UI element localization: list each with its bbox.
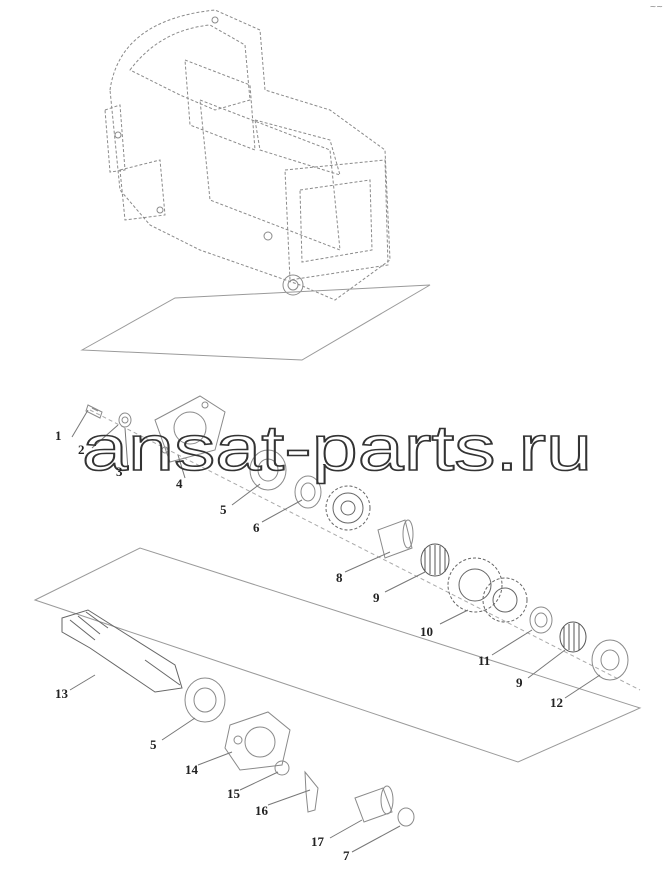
bearing-part [294,475,322,509]
circlip-part [397,807,415,827]
needle-bearing-lower [559,621,587,653]
callout-5: 5 [220,502,227,517]
leader-lines [69,409,601,853]
callout-7: 7 [343,848,350,863]
flange-plate-part [154,395,226,463]
ring-part [249,449,287,491]
gearbox-housing [104,9,391,301]
callout-1: 1 [55,428,62,443]
ring-lower-part [184,677,226,723]
callout-15: 15 [227,786,240,801]
sleeve-lower-part [354,785,394,823]
bolt-part [85,404,103,419]
callout-16: 16 [255,803,268,818]
washer-part [118,412,132,428]
callout-9-upper: 9 [373,590,380,605]
corner-mark: ~~ [649,2,663,11]
callout-6: 6 [253,520,260,535]
thrust-washer-part [591,639,629,681]
upper-gear-part [325,485,371,531]
bearing-housing-part [224,711,291,771]
double-gear-part [447,557,528,623]
callout-14: 14 [185,762,198,777]
sleeve-part [377,519,414,559]
shaft-part [61,609,183,693]
callout-4: 4 [176,476,183,491]
callout-5-lower: 5 [150,737,157,752]
spacer-part [529,606,553,634]
watermark: ansat-parts.ru [81,411,593,485]
callout-2: 2 [78,442,85,457]
needle-bearing-upper [420,543,450,577]
callout-8: 8 [336,570,343,585]
nut-part [274,760,290,776]
housing-bosses [114,16,304,296]
watermark-text: ansat-parts.ru [82,412,592,484]
upper-guide-plane [80,284,431,361]
bolt-lower-part [304,770,319,813]
callout-3: 3 [116,464,123,479]
lower-guide-plane [33,547,642,763]
callout-9-lower: 9 [516,675,523,690]
callout-12: 12 [550,695,563,710]
callout-10: 10 [420,624,433,639]
callout-13: 13 [55,686,68,701]
callout-11: 11 [478,653,491,668]
callout-17: 17 [311,834,324,849]
upper-axis [89,409,641,691]
